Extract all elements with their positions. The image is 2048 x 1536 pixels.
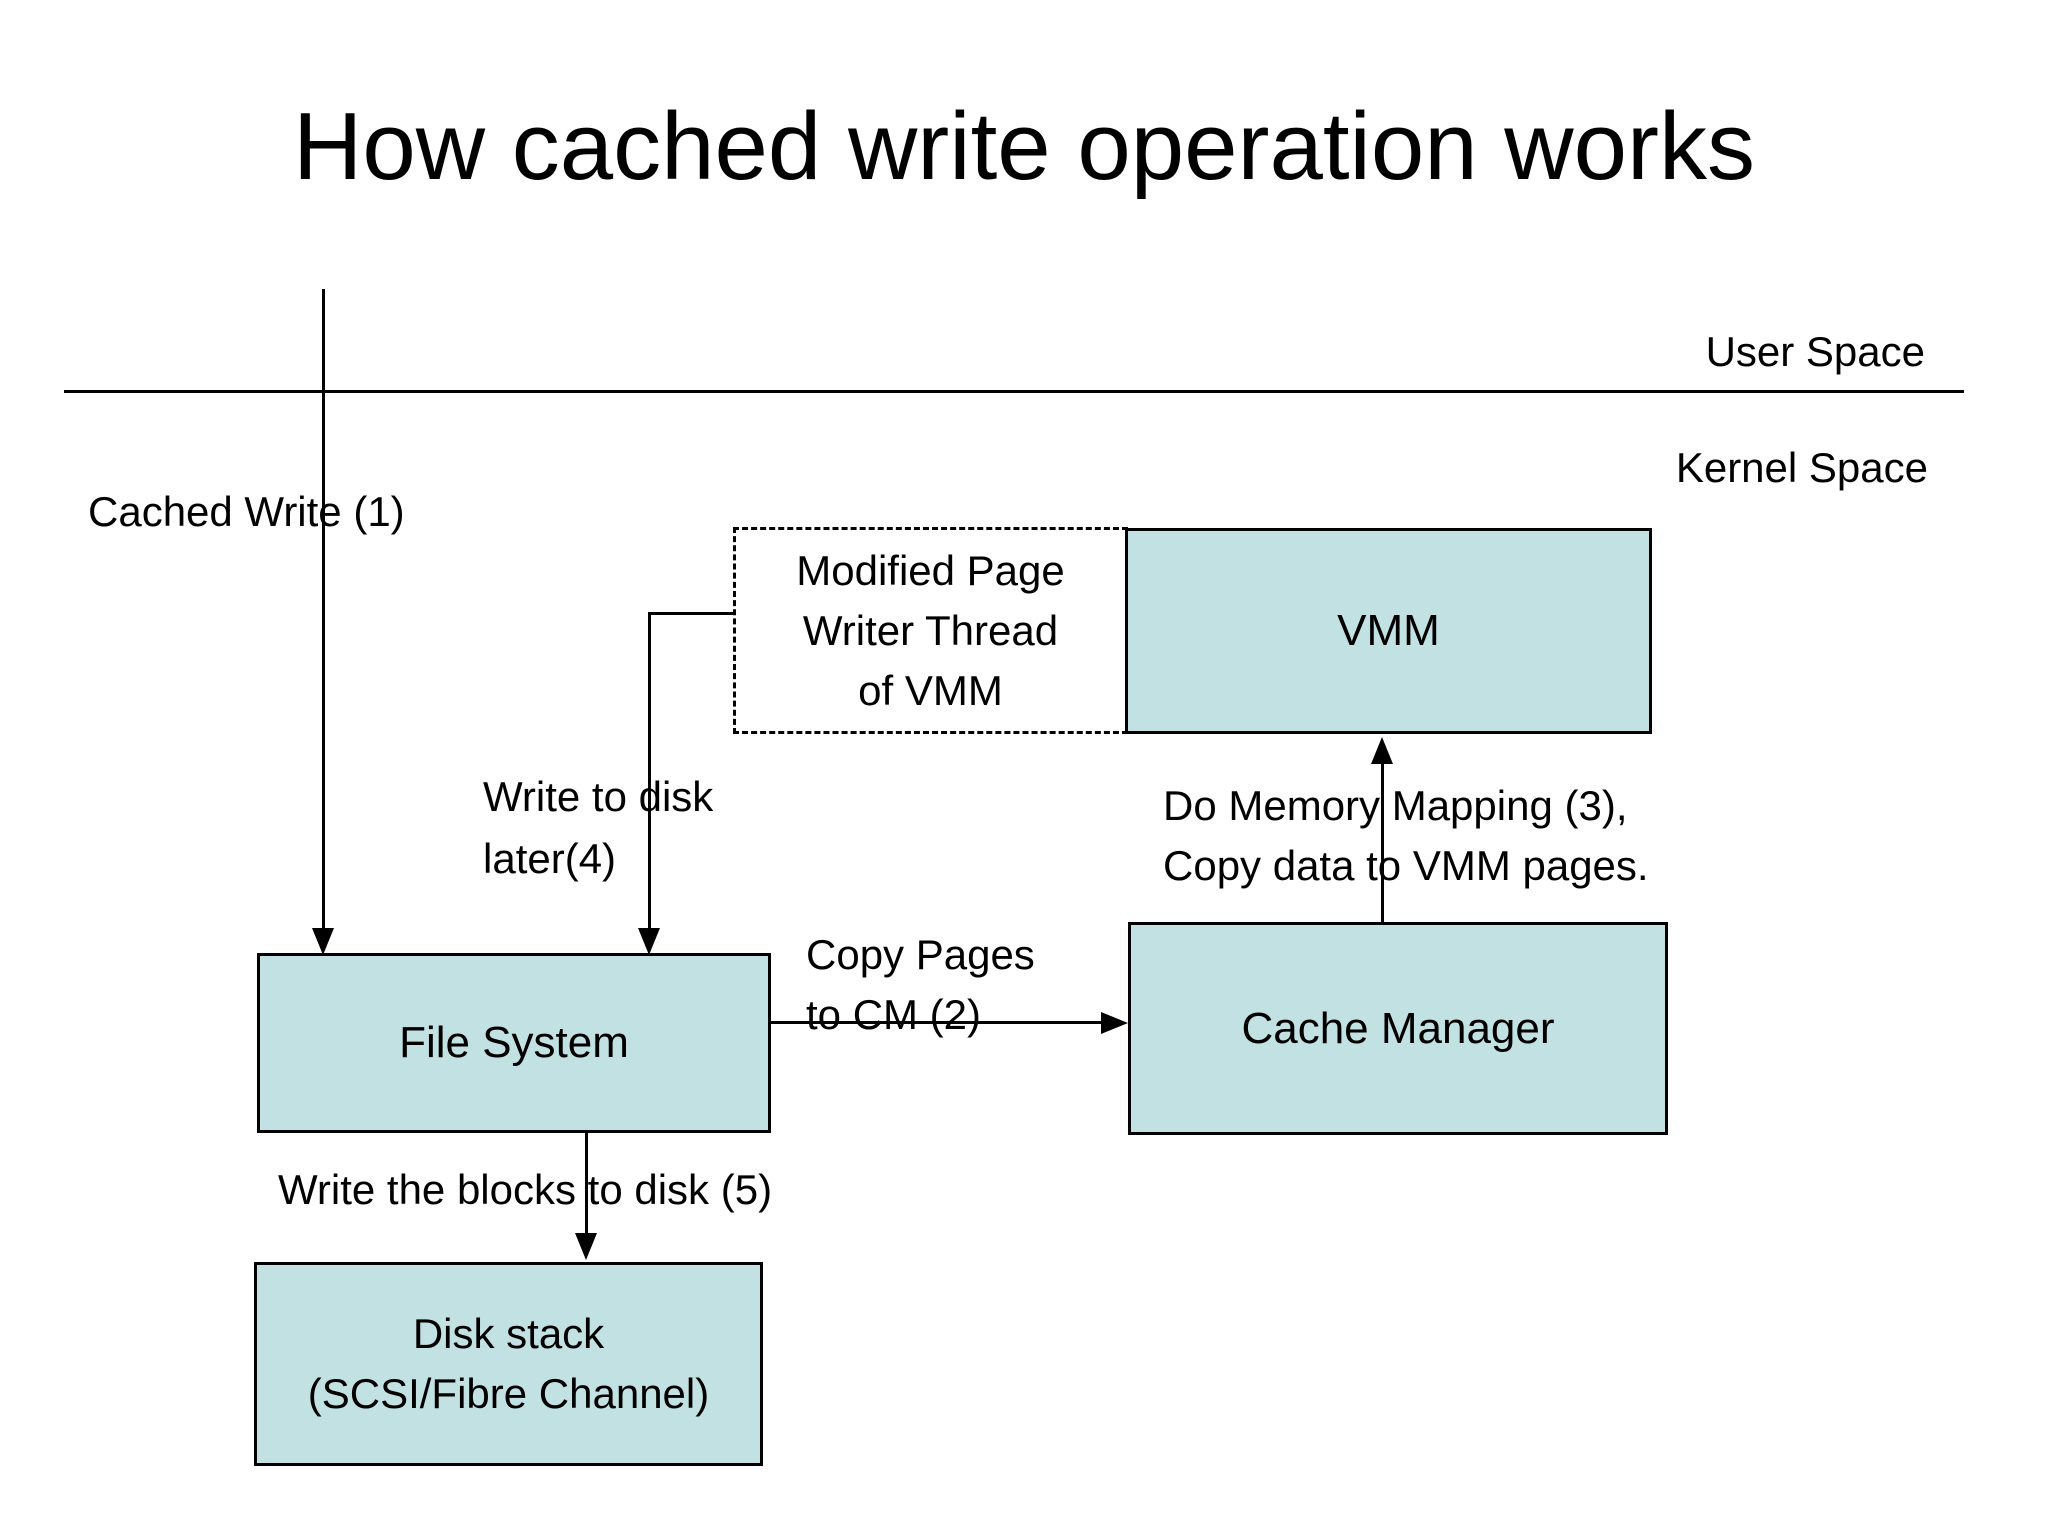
write-later-arrow-horizontal-line [648,612,736,615]
memory-mapping-arrow-line [1381,762,1384,922]
disk-stack-box: Disk stack (SCSI/Fibre Channel) [254,1262,763,1466]
write-later-arrow-vertical-line [648,612,651,929]
write-blocks-arrow-line [585,1133,588,1235]
copy-pages-line1: Copy Pages [806,931,1035,978]
cache-manager-box: Cache Manager [1128,922,1668,1135]
cache-manager-box-label: Cache Manager [1241,1003,1555,1053]
write-to-disk-later-line1: Write to disk [483,773,714,820]
user-kernel-separator-line [64,390,1964,393]
cached-write-arrowhead-icon [312,928,334,955]
user-space-label: User Space [1705,328,1925,375]
modified-page-writer-line2: Writer Thread [802,606,1059,654]
do-memory-mapping-label: Do Memory Mapping (3), Copy data to VMM … [1163,776,1649,896]
write-blocks-label: Write the blocks to disk (5) [278,1166,773,1213]
do-memory-mapping-line2: Copy data to VMM pages. [1163,842,1649,889]
write-to-disk-later-line2: later(4) [483,835,617,882]
vmm-box: VMM [1125,528,1652,734]
file-system-box: File System [257,953,771,1133]
copy-pages-line2: to CM (2) [806,991,982,1038]
disk-stack-line2: (SCSI/Fibre Channel) [307,1370,710,1417]
copy-pages-label: Copy Pages to CM (2) [806,925,1035,1045]
modified-page-writer-line3: of VMM [858,666,1003,714]
disk-stack-line1: Disk stack [412,1310,605,1357]
memory-mapping-arrowhead-icon [1371,737,1393,764]
vmm-box-label: VMM [1337,606,1440,655]
file-system-box-label: File System [399,1018,629,1067]
write-to-disk-later-label: Write to disk later(4) [483,766,713,890]
kernel-space-label: Kernel Space [1675,444,1928,491]
modified-page-writer-line1: Modified Page [796,546,1065,594]
cached-write-label: Cached Write (1) [88,488,405,535]
copy-pages-arrow-line [771,1021,1102,1024]
modified-page-writer-box: Modified Page Writer Thread of VMM [733,527,1128,734]
copy-pages-arrowhead-icon [1101,1012,1128,1034]
write-later-arrowhead-icon [638,928,660,955]
do-memory-mapping-line1: Do Memory Mapping (3), [1163,782,1628,829]
slide-title: How cached write operation works [293,93,1755,200]
cached-write-arrow-line [322,289,325,929]
write-blocks-arrowhead-icon [575,1233,597,1260]
